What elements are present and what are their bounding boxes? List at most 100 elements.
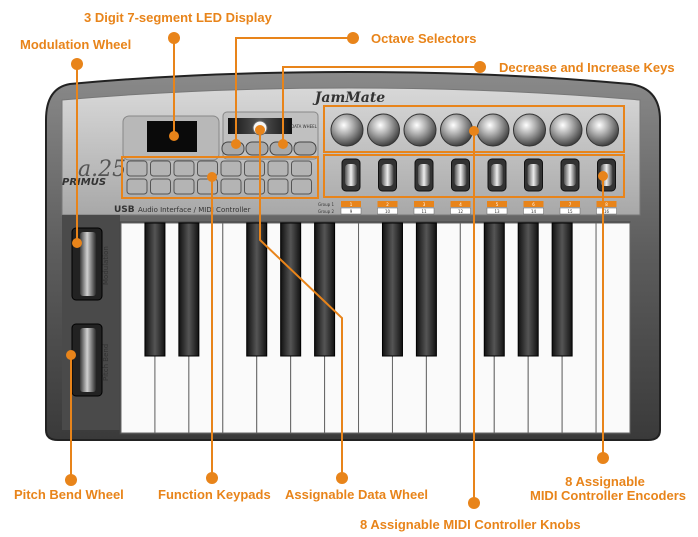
data-wheel-callout: Assignable Data Wheel — [285, 487, 429, 502]
midi-knob[interactable] — [454, 164, 467, 186]
group1-tile — [450, 201, 471, 207]
usb-label: USB — [114, 205, 135, 215]
function-keypad[interactable] — [150, 160, 171, 177]
function-keypad[interactable] — [267, 178, 289, 195]
black-key[interactable] — [381, 222, 403, 357]
function-keypad[interactable] — [244, 178, 265, 195]
encoders-callout-line2: MIDI Controller Encoders — [529, 488, 687, 503]
function-keypad[interactable] — [220, 160, 242, 177]
model-logo: a.25 — [78, 157, 126, 182]
group2-number: 14 — [531, 209, 537, 214]
black-key[interactable] — [517, 222, 539, 357]
group1-tile — [377, 201, 398, 207]
group2-number: 15 — [567, 209, 573, 214]
group2-tile — [450, 207, 471, 215]
function-keypad[interactable] — [291, 178, 312, 195]
group1-number: 1 — [350, 202, 353, 207]
group2-tile — [486, 207, 508, 215]
modulation-wheel[interactable] — [80, 232, 96, 296]
group1-tile — [596, 201, 617, 207]
function-keypad[interactable] — [267, 160, 289, 177]
white-key[interactable] — [595, 222, 631, 434]
function-keypad[interactable] — [291, 160, 312, 177]
modulation-label: Modulation — [102, 246, 110, 285]
black-key[interactable] — [144, 222, 166, 357]
midi-knob[interactable] — [381, 164, 394, 186]
group2-number: 12 — [458, 209, 464, 214]
data-wheel-label: DATA WHEEL — [291, 124, 318, 129]
group1-number: 6 — [532, 202, 535, 207]
function-keypad[interactable] — [126, 178, 148, 195]
black-key[interactable] — [246, 222, 268, 357]
callout-dots — [65, 32, 609, 509]
led-display-callout: 3 Digit 7-segment LED Display — [84, 10, 272, 25]
midi-encoder[interactable] — [586, 113, 619, 147]
group2-number: 9 — [350, 209, 353, 214]
group1-number: 4 — [459, 202, 462, 207]
group2-label: Group 2 — [318, 209, 334, 214]
black-key[interactable] — [280, 222, 302, 357]
function-keypad[interactable] — [220, 178, 242, 195]
group1-number: 7 — [569, 202, 572, 207]
group2-tile — [559, 207, 581, 215]
midi-encoder[interactable] — [513, 113, 546, 147]
midi-knob[interactable] — [491, 164, 503, 186]
midi-knob[interactable] — [564, 164, 576, 186]
midi-encoder[interactable] — [367, 113, 400, 147]
encoders-callout-line1: 8 Assignable — [565, 474, 645, 489]
midi-encoder[interactable] — [403, 113, 437, 147]
function-keypads-callout: Function Keypads — [158, 487, 271, 502]
dec-inc-keys-callout: Decrease and Increase Keys — [499, 60, 675, 75]
function-keypad[interactable] — [150, 178, 171, 195]
black-key[interactable] — [178, 222, 200, 357]
function-keypad[interactable] — [126, 160, 148, 177]
knobs-row — [341, 158, 616, 192]
group1-tile — [341, 201, 361, 207]
octave-selectors-callout: Octave Selectors — [371, 31, 477, 46]
group2-number: 11 — [421, 209, 427, 214]
brand-logo: JamMate — [312, 90, 386, 106]
keypads-highlight — [121, 156, 319, 199]
group2-tile — [377, 207, 398, 215]
group2-number: 13 — [494, 209, 500, 214]
black-keys — [144, 222, 573, 357]
group1-tile — [560, 201, 580, 207]
pitch-bend-wheel[interactable] — [80, 328, 96, 392]
group1-label: Group 1 — [318, 202, 334, 207]
group1-tile — [414, 201, 434, 207]
group2-tile — [413, 207, 435, 215]
group1-number: 8 — [605, 202, 608, 207]
modulation-wheel-callout: Modulation Wheel — [20, 37, 132, 52]
black-key[interactable] — [314, 222, 336, 357]
midi-encoder[interactable] — [440, 113, 473, 147]
octave-up-button[interactable] — [245, 141, 269, 156]
function-keypad[interactable] — [173, 160, 195, 177]
midi-encoder[interactable] — [549, 113, 583, 147]
group2-tile — [523, 207, 544, 215]
midi-knob[interactable] — [418, 164, 430, 186]
knobs-callout: 8 Assignable MIDI Controller Knobs — [360, 517, 581, 532]
group1-number: 2 — [386, 202, 389, 207]
function-keypads — [126, 160, 312, 195]
midi-knob[interactable] — [527, 164, 540, 186]
midi-encoder[interactable] — [476, 113, 510, 147]
black-key[interactable] — [551, 222, 573, 357]
group2-tile — [596, 207, 617, 215]
group2-tile — [340, 207, 362, 215]
function-keypad[interactable] — [173, 178, 195, 195]
function-keypad[interactable] — [244, 160, 265, 177]
midi-encoder[interactable] — [330, 113, 364, 147]
pitch-bend-wheel-callout: Pitch Bend Wheel — [14, 487, 124, 502]
midi-knob[interactable] — [345, 164, 357, 186]
leader-lines — [70, 37, 604, 503]
pitch-bend-label: Pitch Bend — [102, 344, 110, 381]
encoders-row — [330, 113, 619, 147]
group1-tile — [523, 201, 544, 207]
black-key[interactable] — [415, 222, 437, 357]
black-key[interactable] — [483, 222, 505, 357]
increase-button[interactable] — [293, 141, 317, 156]
series-logo: PRIMUS — [62, 177, 106, 188]
group2-number: 10 — [385, 209, 391, 214]
